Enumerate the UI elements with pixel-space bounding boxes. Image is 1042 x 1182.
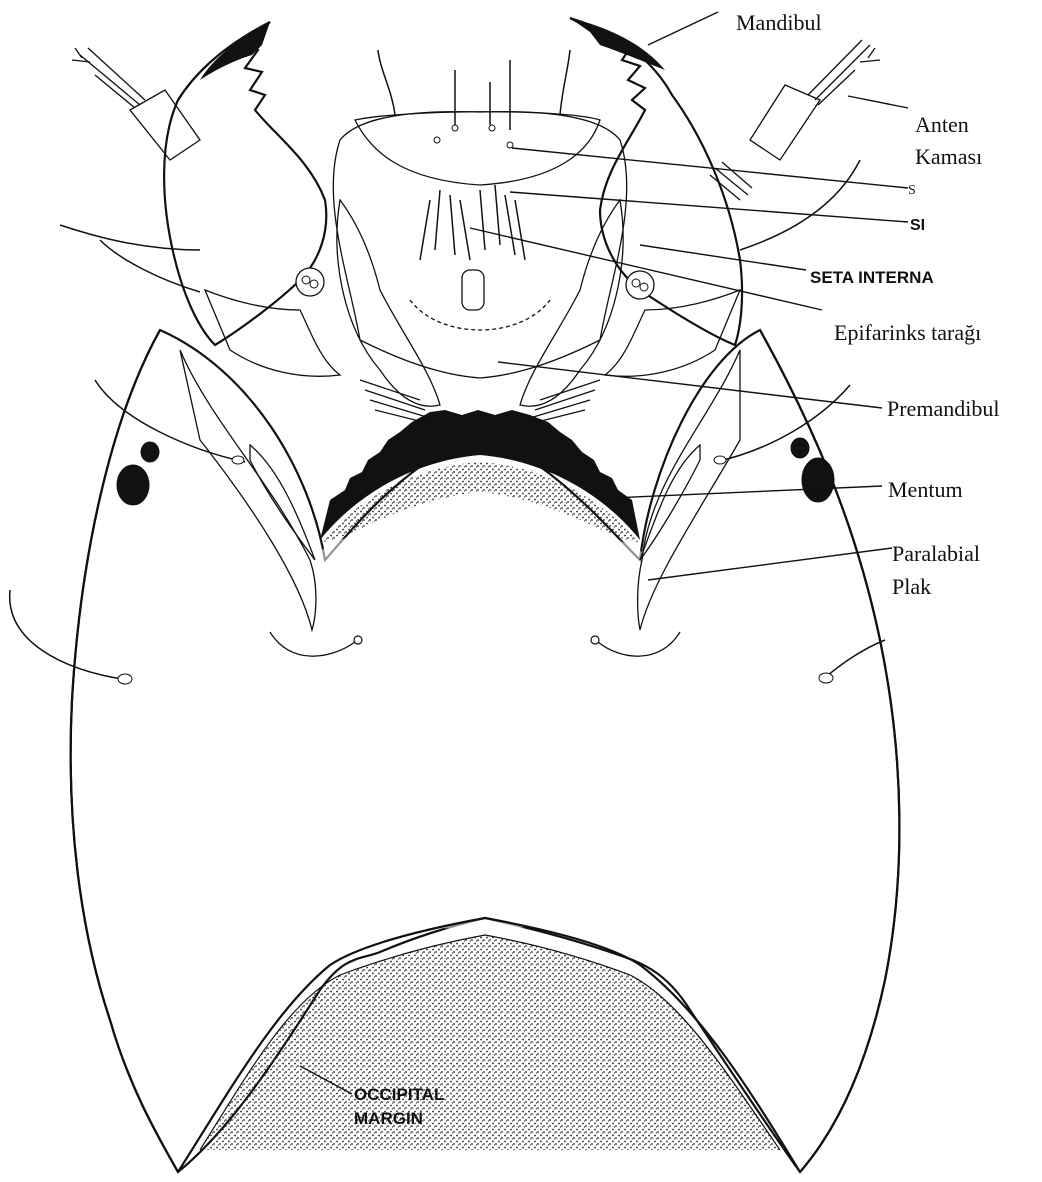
label-paralabial-line2: Plak bbox=[892, 574, 931, 599]
premandibles bbox=[337, 200, 623, 425]
label-epifarinks: Epifarinks tarağı bbox=[834, 320, 981, 345]
label-occipital-line2: MARGIN bbox=[354, 1109, 423, 1128]
label-mentum: Mentum bbox=[888, 477, 963, 502]
eye-spot-right bbox=[802, 458, 834, 502]
label-si: SI bbox=[910, 217, 925, 234]
label-seta-interna: SETA INTERNA bbox=[810, 268, 934, 287]
labrum-region bbox=[333, 50, 626, 378]
antenna-left bbox=[72, 48, 200, 160]
label-anten-line2: Kaması bbox=[915, 144, 982, 169]
eye-spot-left bbox=[117, 465, 149, 505]
label-s-fragment: S bbox=[908, 183, 916, 198]
label-paralabial-line1: Paralabial bbox=[892, 541, 980, 566]
label-mandibul: Mandibul bbox=[736, 10, 822, 35]
label-premandibul: Premandibul bbox=[887, 396, 999, 421]
label-occipital-line1: OCCIPITAL bbox=[354, 1085, 444, 1104]
mandible-left bbox=[60, 22, 340, 464]
antenna-right bbox=[750, 40, 880, 160]
label-anten-line1: Anten bbox=[915, 112, 969, 137]
